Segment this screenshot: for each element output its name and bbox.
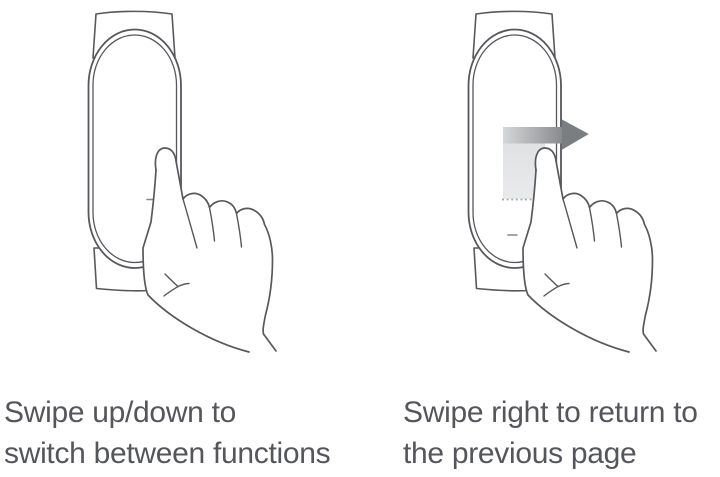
caption-swipe-right: Swipe right to return to the previous pa…: [403, 392, 698, 474]
caption-line: switch between functions: [4, 437, 331, 470]
caption-line: Swipe up/down to: [4, 396, 237, 429]
swipe-right-arrow-icon: [503, 119, 589, 150]
caption-swipe-up-down: Swipe up/down to switch between function…: [4, 392, 331, 474]
illustration-swipe-right: [467, 10, 657, 353]
illustration-swipe-up-down: [87, 10, 277, 353]
caption-line: Swipe right to return to: [403, 396, 698, 429]
caption-line: the previous page: [403, 437, 637, 470]
